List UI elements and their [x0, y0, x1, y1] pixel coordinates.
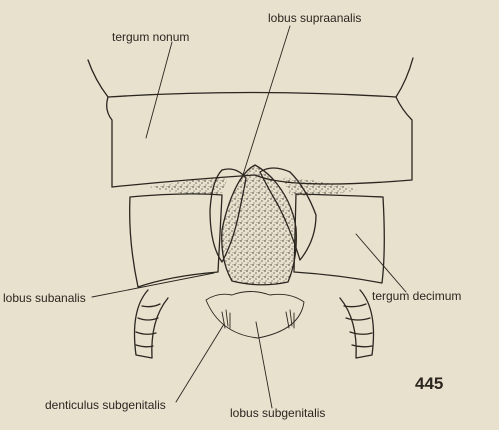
leader-denticulus-subgenitalis [176, 324, 224, 402]
tergum-decimum-left [130, 194, 222, 287]
body-outline-right [396, 58, 413, 97]
label-tergum-nonum: tergum nonum [112, 30, 189, 44]
label-denticulus-subgenitalis: denticulus subgenitalis [45, 398, 166, 412]
leader-lobus-subanalis [92, 273, 214, 297]
label-lobus-subanalis: lobus subanalis [3, 291, 86, 305]
tergum-decimum-right [294, 194, 384, 283]
label-lobus-supraanalis: lobus supraanalis [268, 11, 361, 25]
cercus-right [340, 290, 374, 358]
body-outline-left [88, 60, 108, 97]
figure-number: 445 [415, 375, 443, 393]
leader-lobus-supraanalis [242, 26, 290, 178]
cercus-left [135, 290, 169, 358]
lobus-subgenitalis-lobe [206, 292, 304, 339]
membrane-right [282, 177, 360, 195]
leader-tergum-nonum [146, 42, 172, 138]
label-lobus-subgenitalis: lobus subgenitalis [230, 406, 325, 420]
label-tergum-decimum: tergum decimum [372, 289, 461, 303]
